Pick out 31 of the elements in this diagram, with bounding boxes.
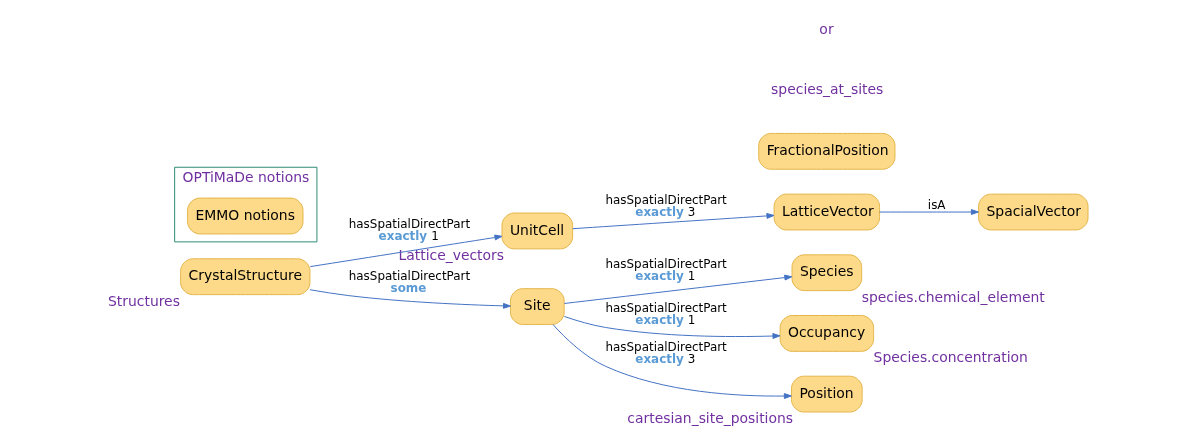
edge-label: hasSpatialDirectPart exactly 1 (605, 257, 727, 284)
node-label: Species.concentration (873, 349, 1028, 366)
edge-label: isA (927, 197, 946, 212)
edge-label: hasSpatialDirectPart exactly 3 (605, 192, 727, 219)
node-box: Species (791, 254, 863, 292)
node-box: EMMO notions (187, 197, 304, 235)
arrow (552, 324, 792, 399)
node-box: LatticeVector (773, 193, 881, 231)
node-box: Occupancy (779, 315, 875, 352)
node-label: species.chemical_element (861, 288, 1045, 305)
node-box: FractionalPosition (758, 132, 896, 170)
edge-label: hasSpatialDirectPart some (348, 269, 471, 296)
arrow (309, 289, 511, 309)
edge-label: hasSpatialDirectPart exactly 3 (605, 339, 727, 366)
edge-label: hasSpatialDirectPart exactly 1 (348, 216, 471, 243)
node-label: Structures (107, 292, 180, 309)
edge-label: hasSpatialDirectPart exactly 1 (605, 301, 727, 328)
node-box: UnitCell (501, 212, 574, 250)
arrow (309, 234, 503, 268)
node-box: CrystalStructure (180, 258, 311, 296)
arrow (879, 209, 979, 215)
label: or (819, 20, 834, 37)
node-box: SpacialVector (978, 193, 1089, 231)
node-box: Site (509, 288, 565, 325)
label: species_at_sites (771, 81, 884, 98)
node-label: Lattice_vectors (398, 247, 505, 263)
arrow (563, 274, 793, 304)
node-box: Position (791, 375, 863, 413)
arrow (563, 316, 781, 339)
arrow (572, 213, 775, 230)
node-label: cartesian_site_positions (627, 410, 794, 427)
